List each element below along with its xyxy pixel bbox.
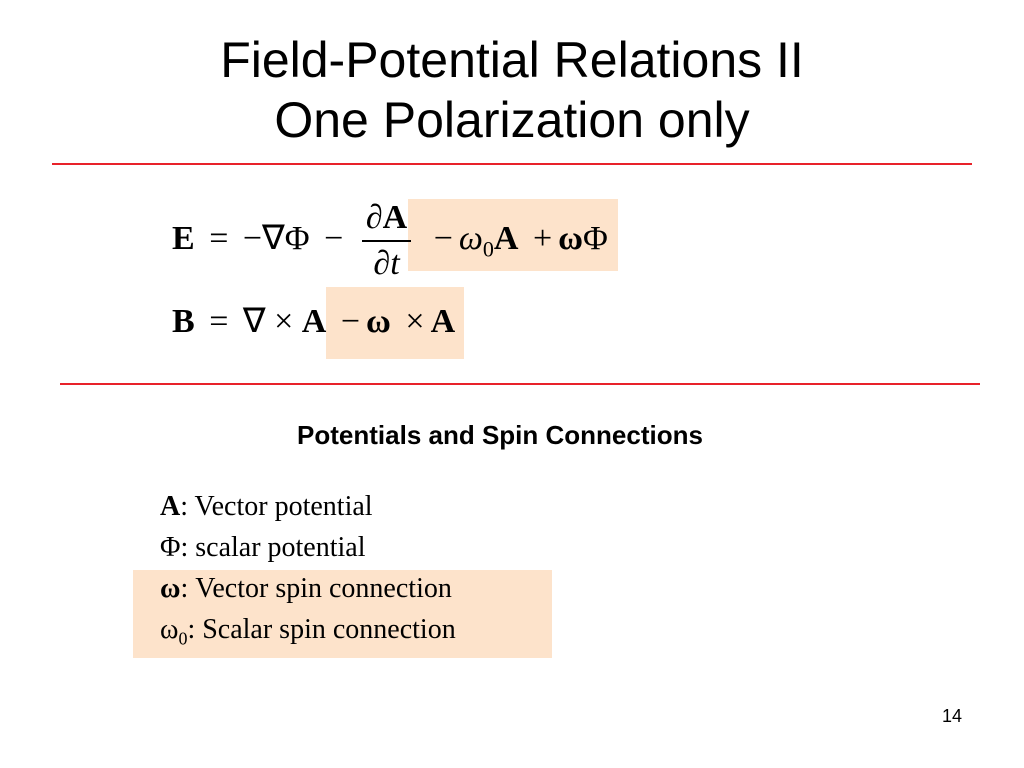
definition-subscript: 0 <box>178 628 188 649</box>
definition-item: ω0: Scalar spin connection <box>160 609 456 660</box>
fraction-numerator: ∂A <box>365 199 408 236</box>
e-hl-plus: + <box>532 219 553 257</box>
definition-text: : scalar potential <box>180 532 366 563</box>
definition-symbol: ω <box>160 573 181 604</box>
b-hl-bold-omega: ω <box>366 303 391 340</box>
b-equation-highlight <box>326 287 464 359</box>
definition-text: : Scalar spin connection <box>187 614 456 645</box>
definition-item: ω: Vector spin connection <box>160 568 456 609</box>
e-equals: = <box>209 219 229 257</box>
b-field-equation: B = ∇ × A −ω ×A <box>172 302 455 342</box>
bottom-divider <box>60 383 980 385</box>
title-line-1: Field-Potential Relations II <box>220 32 804 88</box>
fraction-denominator: ∂t <box>373 245 400 282</box>
b-hl-cross: × <box>405 303 425 340</box>
definition-item: A: Vector potential <box>160 486 456 527</box>
fraction-bar <box>361 240 412 242</box>
slide-title: Field-Potential Relations II One Polariz… <box>0 30 1024 150</box>
b-equals: = <box>209 303 229 340</box>
definition-symbol: Φ <box>160 532 181 563</box>
definition-item: Φ: scalar potential <box>160 527 456 568</box>
b-curl: ∇ × <box>242 303 294 340</box>
definition-symbol: ω <box>160 614 179 645</box>
e-time-derivative-fraction: ∂A ∂t <box>361 198 412 284</box>
e-minus: − <box>324 219 344 257</box>
e-field-equation: E = −∇Φ − ∂A ∂t −ω0A +ωΦ <box>172 198 608 284</box>
e-equation-highlight <box>408 199 618 271</box>
b-A: A <box>301 303 327 340</box>
e-symbol: E <box>172 219 195 257</box>
title-line-2: One Polarization only <box>274 92 750 148</box>
e-hl-minus: − <box>433 219 453 257</box>
b-hl-A: A <box>430 303 456 340</box>
e-hl-bold-omega: ω <box>558 219 584 257</box>
b-symbol: B <box>172 303 195 340</box>
definition-text: : Vector spin connection <box>180 573 452 604</box>
b-hl-minus: − <box>340 303 361 340</box>
definition-text: : Vector potential <box>180 491 373 522</box>
e-hl-omega-sub: 0 <box>482 236 494 262</box>
page-number: 14 <box>941 706 962 726</box>
top-divider <box>52 163 972 165</box>
e-hl-omega: ω <box>458 219 483 257</box>
section-subheading: Potentials and Spin Connections <box>297 420 703 450</box>
definition-symbol: A <box>160 491 181 522</box>
e-hl-phi: Φ <box>583 219 608 257</box>
definitions-highlight <box>133 570 552 658</box>
e-hl-A: A <box>493 219 519 257</box>
e-neg-grad-phi: −∇Φ <box>242 219 310 257</box>
definition-list: A: Vector potential Φ: scalar potential … <box>160 486 456 660</box>
